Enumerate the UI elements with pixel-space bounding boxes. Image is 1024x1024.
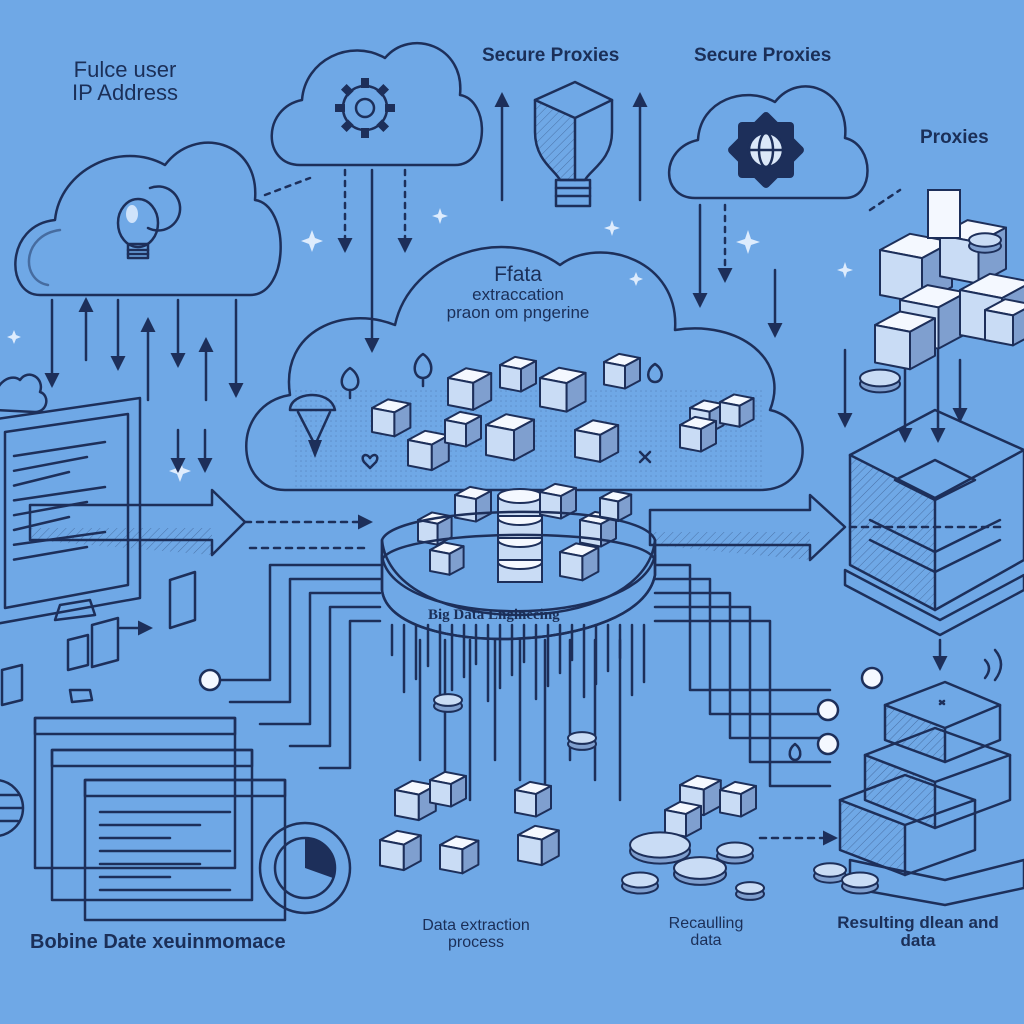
data-cube [499, 355, 537, 393]
data-cube [719, 393, 755, 428]
data-extraction-process-label: Data extraction process [422, 917, 530, 951]
server-icon [843, 408, 1024, 671]
database-disk-top [497, 488, 543, 504]
proxies-label: Proxies [920, 127, 989, 148]
data-coin [859, 368, 901, 394]
text-line [12, 485, 107, 502]
data-coin [813, 862, 847, 884]
horizontal-flow-arrows [28, 488, 1002, 562]
secure-proxies-label-right: Secure Proxies [694, 45, 832, 66]
proxy-block [874, 310, 936, 371]
big-data-engine [380, 482, 657, 705]
circuit-trace [288, 605, 382, 748]
data-coin [629, 831, 691, 865]
text-line [12, 455, 89, 473]
bottom-cube [719, 780, 757, 818]
data-coin [673, 856, 727, 886]
circuit-trace [653, 577, 832, 716]
data-cube [485, 413, 535, 462]
bottom-data-cubes [379, 770, 757, 875]
circuit-trace [653, 605, 832, 764]
bottom-cube [664, 800, 702, 838]
circuit-lines [198, 563, 884, 802]
circuit-trace [258, 591, 382, 726]
document-window-icon [0, 716, 352, 922]
extraction-label: Ffata extraccation praon om pngerine [446, 263, 590, 322]
database-icon [417, 482, 633, 583]
circuit-node [198, 668, 222, 692]
recaulling-data-label: Recaulling data [668, 915, 744, 949]
data-cube [679, 415, 717, 453]
proxy-tower [927, 189, 961, 239]
pie-chart-icon [258, 821, 352, 915]
resulting-data-label: Resulting dlean and data [837, 913, 999, 950]
bottom-cube [517, 824, 560, 867]
bottom-cube [514, 780, 552, 818]
text-line [12, 515, 71, 532]
data-cube [407, 429, 450, 472]
proxy-lightbulb-icon [533, 80, 614, 208]
globe-gear-icon [728, 112, 804, 188]
data-cube [574, 419, 620, 463]
data-cube [447, 367, 493, 411]
circuit-trace [653, 591, 832, 740]
circuit-node [860, 666, 884, 690]
data-coin [567, 731, 597, 751]
bottom-cube [439, 835, 480, 875]
proxy-block [984, 298, 1024, 347]
circuit-node [816, 732, 840, 756]
clean-data-stack [758, 648, 1024, 907]
ring-cube [429, 541, 465, 576]
ring-cube [454, 485, 492, 523]
circuit-trace [653, 619, 832, 788]
data-coin [433, 693, 463, 713]
circuit-trace [228, 577, 382, 704]
circuit-trace [318, 619, 382, 770]
data-coins [433, 693, 879, 901]
data-cube [539, 366, 587, 413]
circuit-trace [653, 563, 832, 692]
location-pin-icon [340, 352, 663, 400]
upper-flow-arrows [44, 92, 968, 473]
bottom-cube [429, 770, 467, 808]
data-coin [968, 232, 1002, 254]
proxy-blocks [859, 189, 1024, 394]
lightbulb-icon [116, 185, 182, 260]
small-devices [0, 570, 197, 707]
text-line [12, 440, 107, 458]
text-line [12, 545, 89, 561]
ring-cube [559, 542, 600, 582]
circuit-node [816, 698, 840, 722]
gear-icon [335, 78, 395, 138]
data-cube [444, 410, 482, 448]
secure-proxies-label-left: Secure Proxies [482, 45, 620, 66]
user-cloud [14, 141, 282, 297]
data-coin [735, 881, 765, 901]
text-line [12, 500, 89, 517]
ring-cube [599, 489, 633, 523]
data-cube [371, 398, 412, 438]
data-coin [841, 871, 879, 895]
circuit-trace [198, 563, 382, 682]
globe-cloud [667, 85, 869, 200]
bottom-cube [379, 829, 422, 872]
bottom-left-label: Bobine Date xeuinmomace [30, 931, 286, 953]
balloon-icon [288, 393, 337, 458]
text-line [12, 470, 71, 487]
text-line [12, 530, 107, 547]
small-cloud [0, 373, 48, 414]
gear-cloud [270, 41, 484, 167]
data-cubes [371, 352, 755, 472]
monitor-icon [0, 396, 142, 625]
user-ip-label: Fulce user IP Address [72, 57, 178, 106]
data-coin [716, 841, 754, 865]
data-coin [621, 871, 659, 895]
data-cube [603, 352, 641, 390]
big-data-label: Big Data Engineeing [428, 607, 560, 623]
ring-drips [390, 623, 646, 705]
